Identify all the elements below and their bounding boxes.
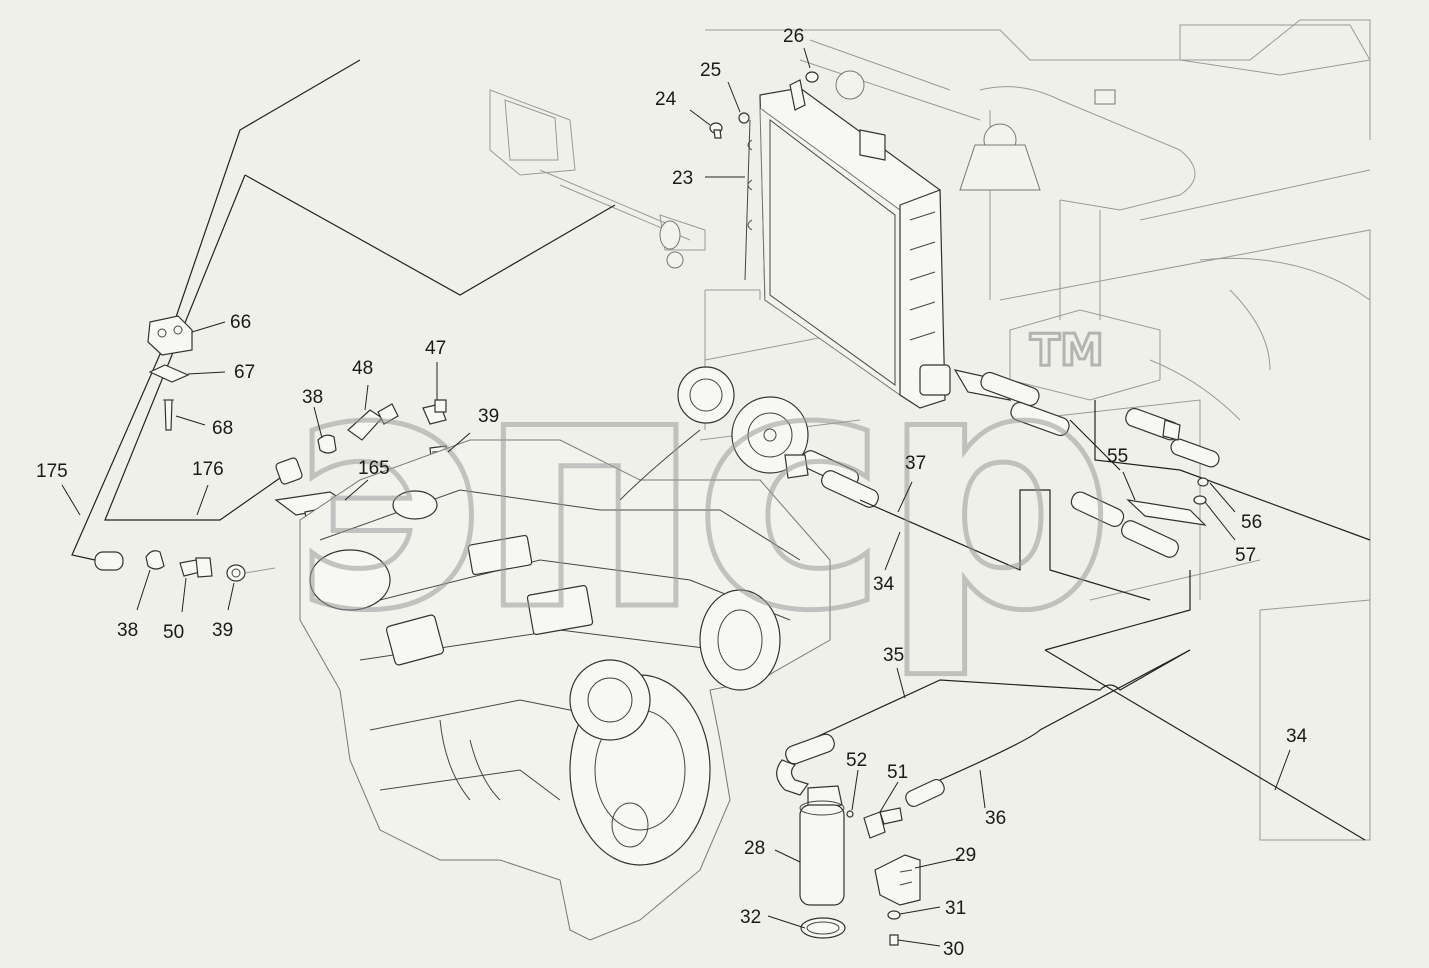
fittings-row-left [94, 550, 276, 582]
condenser-23 [709, 71, 951, 409]
hose-37 [1094, 400, 1371, 541]
bracket-55 [1126, 499, 1207, 526]
callout-39-lower: 39 [212, 620, 233, 641]
callout-57: 57 [1235, 545, 1256, 566]
callout-37: 37 [905, 453, 926, 474]
callout-24: 24 [655, 89, 677, 110]
callout-29: 29 [955, 845, 976, 866]
ac-compressor [731, 396, 809, 474]
hose-34-lower [1044, 649, 1366, 841]
watermark-text: эпср [290, 299, 1105, 683]
washer-57 [1193, 495, 1207, 505]
receiver-drier-28 [799, 804, 845, 906]
hose-34-upper [859, 489, 1151, 601]
callout-66: 66 [230, 312, 251, 333]
bolt-68 [164, 399, 173, 431]
nut-25 [738, 112, 750, 124]
engine-assembly [299, 366, 831, 941]
callout-175: 175 [36, 461, 68, 482]
callout-32: 32 [740, 907, 761, 928]
clamp-38-upper [317, 434, 337, 454]
callout-50: 50 [163, 622, 184, 643]
callout-176: 176 [192, 459, 224, 480]
callout-67: 67 [234, 362, 255, 383]
callout-26: 26 [783, 26, 804, 47]
callout-36: 36 [985, 808, 1006, 829]
callout-52: 52 [846, 750, 867, 771]
leader-lines [61, 47, 1291, 947]
washer-26 [805, 71, 819, 83]
bolt-56 [1197, 477, 1209, 487]
receiver-drier-assembly [776, 733, 945, 946]
callout-labels: 26 25 24 23 66 67 68 48 47 38 39 175 176… [36, 26, 1308, 960]
callout-25: 25 [700, 60, 721, 81]
bolt-30 [889, 934, 899, 946]
trademark-symbol: TM [1030, 325, 1104, 376]
clamp-38-lower [145, 550, 165, 570]
callout-55: 55 [1107, 446, 1128, 467]
nut-39-lower [226, 564, 246, 582]
callout-165: 165 [358, 458, 390, 479]
hoses-right [784, 369, 1371, 841]
watermark: эпср TM [288, 297, 1118, 686]
callout-68: 68 [212, 418, 233, 439]
callout-51: 51 [887, 762, 908, 783]
hose-35 [809, 649, 1191, 741]
callout-35: 35 [883, 645, 904, 666]
upper-bracket-assembly [489, 89, 706, 269]
callout-56: 56 [1241, 512, 1262, 533]
callout-48: 48 [352, 358, 373, 379]
callout-34-upper: 34 [873, 574, 895, 595]
callout-30: 30 [943, 939, 964, 960]
callout-28: 28 [744, 838, 765, 859]
clamp-plate-67 [148, 364, 190, 383]
callout-31: 31 [945, 898, 966, 919]
callout-38-lower: 38 [117, 620, 138, 641]
clamp-block-66 [147, 315, 193, 356]
callout-23: 23 [672, 168, 693, 189]
callout-47: 47 [425, 338, 446, 359]
washer-31 [887, 910, 901, 920]
parts-66-67-68 [147, 315, 193, 431]
callout-39-upper: 39 [478, 406, 499, 427]
machine-frame [699, 19, 1371, 841]
clamp-32 [800, 917, 846, 939]
callout-34-lower: 34 [1286, 726, 1308, 747]
callout-38-upper: 38 [302, 387, 323, 408]
bracket-29 [874, 854, 921, 906]
